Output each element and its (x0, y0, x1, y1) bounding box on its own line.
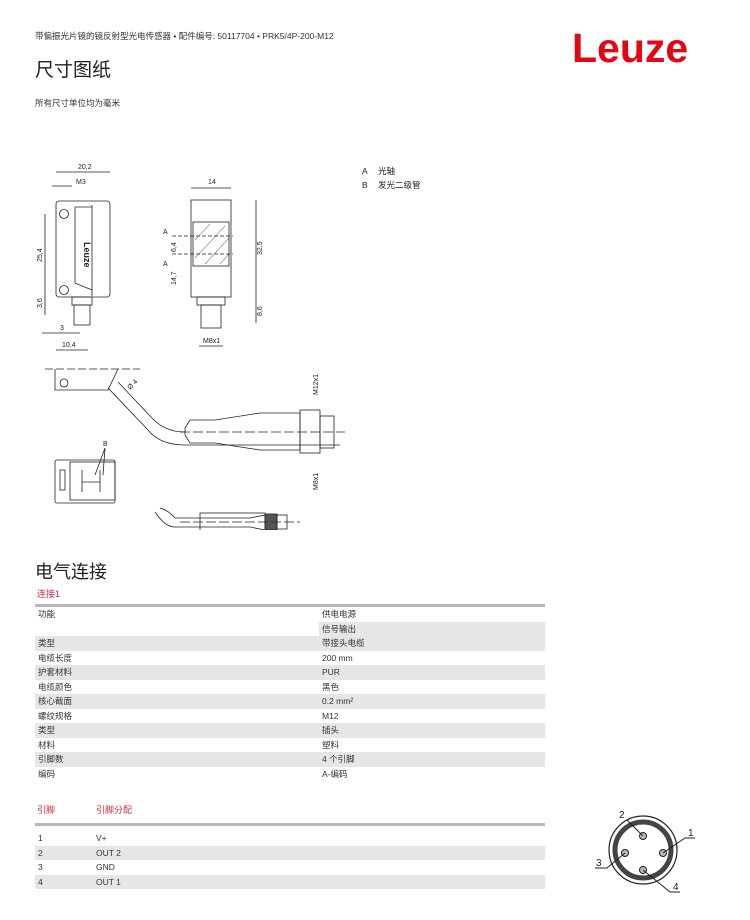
dim-label: Ø 4 (126, 378, 139, 391)
electrical-title: 电气连接 (35, 562, 107, 582)
row-value: M12 (322, 710, 339, 721)
pin-table: 1 V+ 2 OUT 2 3 GND 4 OUT 1 (35, 823, 545, 889)
pin-label: 2 (619, 810, 625, 821)
pin-number: 4 (38, 876, 43, 887)
pin-row: 4 OUT 1 (35, 874, 545, 889)
dim-label: 10,4 (62, 342, 76, 349)
pin-row: 1 V+ (35, 831, 545, 846)
table-row: 螺纹规格 M12 (35, 709, 545, 724)
dim-label: A (163, 229, 168, 236)
table-row: 材料 塑料 (35, 738, 545, 753)
page-title: 尺寸图纸 (35, 60, 112, 81)
table-row: 电缆颜色 黑色 (35, 680, 545, 695)
pin-row: 3 GND (35, 860, 545, 875)
pin-label: 3 (596, 858, 602, 869)
dim-label: 25,4 (37, 248, 44, 262)
row-label: 材料 (38, 739, 56, 750)
legend-key: A (362, 166, 368, 176)
legend-label: 发光二级管 (378, 180, 421, 190)
table-row: 功能 供电电源 (35, 607, 545, 622)
cable-view: Ø 4 M12x1 B M8x1 (45, 368, 345, 530)
row-value: 0.2 mm² (319, 694, 545, 709)
row-label: 护套材料 (35, 665, 319, 680)
pin-number: 2 (38, 847, 43, 858)
row-value: 带接头电缆 (319, 636, 545, 651)
dim-label: 20,2 (78, 164, 92, 171)
pin-assignment: GND (96, 862, 115, 873)
front-view: 14 A 6,4 A 14,7 32,5 8,6 M8x1 (163, 179, 264, 347)
row-label: 编码 (38, 768, 56, 779)
row-label: 引脚数 (35, 752, 319, 767)
row-label: 类型 (35, 723, 319, 738)
drawing-legend: A 光轴 B 发光二级管 (362, 164, 421, 192)
legend-item: A 光轴 (362, 164, 421, 178)
row-value: 供电电源 (322, 609, 357, 620)
legend-key: B (362, 180, 368, 190)
pin-number: 3 (38, 862, 43, 873)
legend-label: 光轴 (378, 166, 396, 176)
dim-label: M12x1 (313, 374, 320, 395)
table-row: 类型插头 (35, 723, 545, 738)
pin-row: 2 OUT 2 (35, 845, 545, 860)
pin-assignment: OUT 2 (96, 847, 121, 858)
dim-label: 8,6 (257, 306, 264, 316)
row-value: 黑色 (322, 681, 340, 692)
row-label: 类型 (35, 636, 319, 651)
sensor-logo-mark: Leuze (82, 242, 92, 268)
leuze-logo: Leuze (572, 25, 689, 71)
table-row: 信号输出 (35, 621, 545, 637)
dim-label: 6,4 (171, 242, 178, 252)
table-row: 电缆长度 200 mm (35, 651, 545, 666)
dim-label: M8x1 (313, 473, 320, 490)
dim-label: M3 (76, 179, 86, 186)
pin-number: 1 (38, 833, 43, 844)
table-header-bar (35, 823, 545, 826)
table-row: 类型带接头电缆 (35, 636, 545, 651)
assign-column-header: 引脚分配 (96, 805, 133, 815)
units-note: 所有尺寸单位均为毫米 (35, 98, 121, 108)
row-label (35, 622, 319, 637)
row-value: PUR (319, 665, 545, 680)
row-value: 塑料 (322, 739, 340, 750)
row-label: 电缆颜色 (38, 681, 73, 692)
connection-label: 连接1 (37, 589, 61, 599)
row-value: 插头 (319, 723, 545, 738)
row-value: A-编码 (322, 768, 348, 779)
dim-label: M8x1 (203, 338, 220, 345)
row-value: 4 个引脚 (319, 752, 545, 767)
row-label: 电缆长度 (38, 652, 73, 663)
dimension-drawing: Leuze 20,2 M3 25,4 3,6 3 10,4 14 A 6,4 A… (37, 164, 345, 530)
pin-assignment: V+ (96, 833, 107, 844)
pin-label: 1 (688, 828, 694, 839)
m12-connector-diagram: 1 2 3 4 (595, 810, 695, 893)
row-value: 200 mm (322, 652, 353, 663)
row-label: 功能 (38, 609, 56, 620)
row-label: 核心截面 (35, 694, 319, 709)
dim-label: A (163, 261, 168, 268)
dim-label: 3 (60, 325, 64, 332)
row-label: 螺纹规格 (38, 710, 73, 721)
dim-label: 32,5 (257, 241, 264, 255)
led-label: B (103, 441, 108, 448)
pin-column-header: 引脚 (37, 805, 56, 815)
product-header: 带偏振光片镜的镜反射型光电传感器 • 配件编号: 50117704 • PRK5… (35, 31, 334, 41)
row-value: 信号输出 (319, 621, 545, 636)
side-view: Leuze 20,2 M3 25,4 3,6 3 10,4 (37, 164, 111, 351)
pin-label: 4 (673, 882, 679, 893)
dim-label: 14,7 (171, 271, 178, 285)
legend-item: B 发光二级管 (362, 178, 421, 192)
table-row: 编码 A-编码 (35, 767, 545, 782)
dim-label: 14 (208, 179, 216, 186)
pin-assignment: OUT 1 (96, 876, 121, 887)
dim-label: 3,6 (37, 298, 44, 308)
table-header-bar (35, 604, 545, 607)
